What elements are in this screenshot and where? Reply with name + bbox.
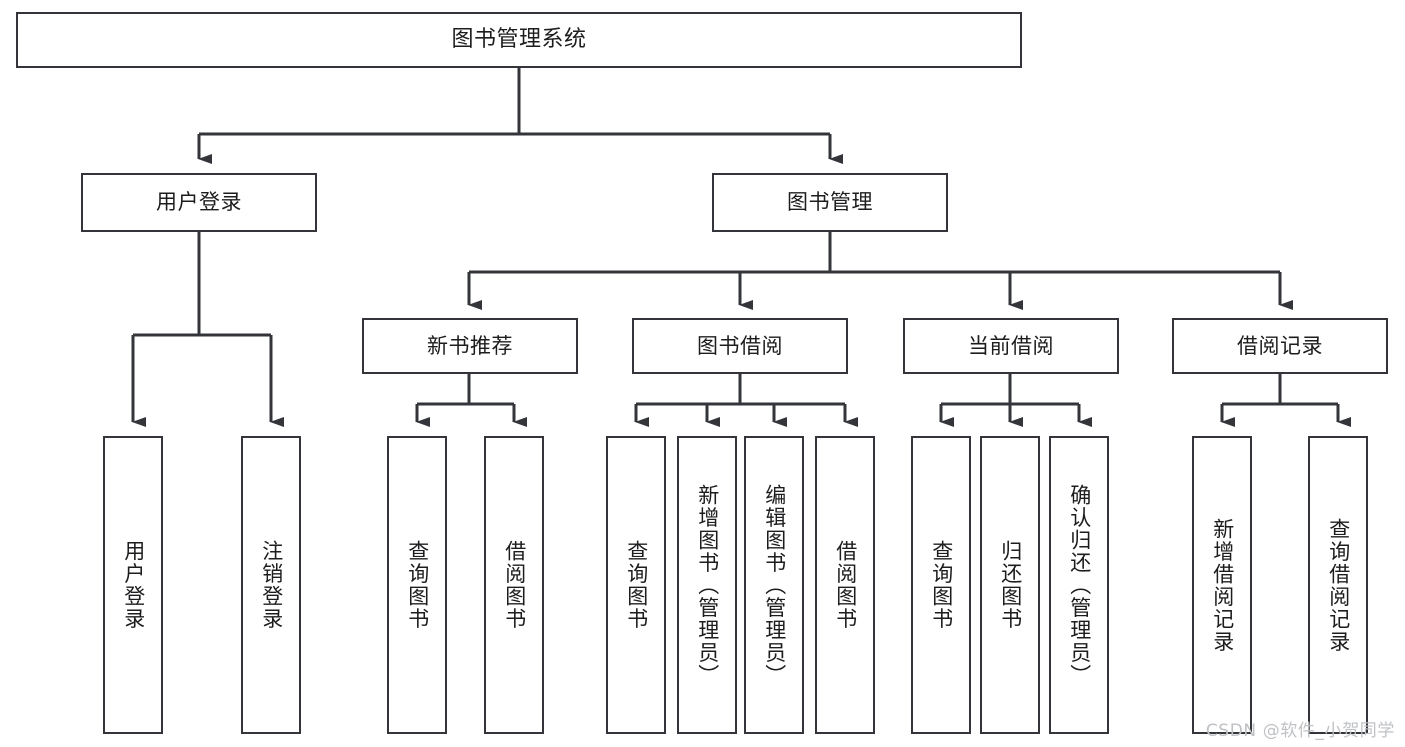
leaf-add-book-admin[interactable]: 新增图书（管理员） [677,436,737,734]
node-label: 编辑图书（管理员） [762,483,787,687]
node-current-borrow[interactable]: 当前借阅 [903,318,1119,374]
node-label: 借阅图书 [833,540,858,630]
leaf-borrow-book[interactable]: 借阅图书 [815,436,875,734]
leaf-query-borrow-record[interactable]: 查询借阅记录 [1308,436,1368,734]
node-label: 新增图书（管理员） [695,483,720,687]
watermark-text: CSDN @软件_小贺同学 [1205,721,1395,741]
node-book-management[interactable]: 图书管理 [712,173,948,232]
leaf-edit-book-admin[interactable]: 编辑图书（管理员） [744,436,804,734]
node-label: 归还图书 [998,540,1023,630]
leaf-borrow-book-recommend[interactable]: 借阅图书 [484,436,544,734]
node-label: 图书管理 [787,190,873,215]
node-user-login[interactable]: 用户登录 [81,173,317,232]
node-label: 图书管理系统 [451,27,587,53]
node-label: 查询图书 [624,540,649,630]
node-label: 用户登录 [156,190,242,215]
leaf-logout[interactable]: 注销登录 [241,436,301,734]
node-label: 查询借阅记录 [1326,517,1351,653]
leaf-query-book-recommend[interactable]: 查询图书 [387,436,447,734]
node-label: 借阅图书 [502,540,527,630]
node-label: 注销登录 [259,540,284,630]
node-label: 查询图书 [929,540,954,630]
node-label: 查询图书 [405,540,430,630]
leaf-confirm-return-admin[interactable]: 确认归还（管理员） [1049,436,1109,734]
node-label: 图书借阅 [697,333,783,358]
leaf-add-borrow-record[interactable]: 新增借阅记录 [1192,436,1252,734]
leaf-return-book[interactable]: 归还图书 [980,436,1040,734]
node-label: 用户登录 [121,540,146,630]
node-label: 确认归还（管理员） [1067,483,1092,687]
leaf-query-book-borrow[interactable]: 查询图书 [606,436,666,734]
node-label: 新增借阅记录 [1210,517,1235,653]
leaf-query-book-current[interactable]: 查询图书 [911,436,971,734]
leaf-user-login[interactable]: 用户登录 [103,436,163,734]
node-label: 新书推荐 [427,333,513,358]
node-new-book-recommend[interactable]: 新书推荐 [362,318,578,374]
node-label: 借阅记录 [1237,333,1323,358]
node-book-borrow[interactable]: 图书借阅 [632,318,848,374]
node-borrow-record[interactable]: 借阅记录 [1172,318,1388,374]
node-label: 当前借阅 [968,333,1054,358]
node-book-management-system[interactable]: 图书管理系统 [16,12,1022,68]
